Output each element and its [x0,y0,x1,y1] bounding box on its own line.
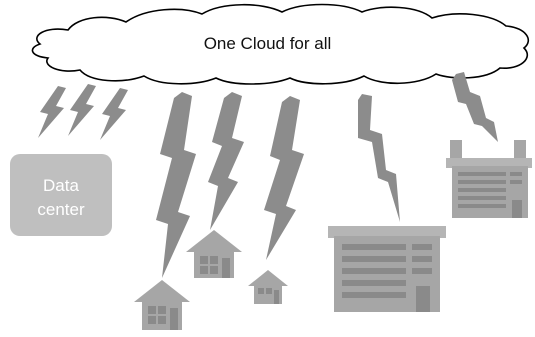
lightning-bolt-icon [358,94,400,222]
factory-building-icon [446,140,532,218]
cloud-shape [32,5,528,85]
lightning-bolt-icon [68,84,96,136]
lightning-bolt-icon [100,88,128,140]
house-icon [248,270,288,304]
lightning-bolt-icon [452,72,498,142]
lightning-bolt-icon [38,86,66,138]
lightning-bolt-icon [264,96,304,260]
house-icon [134,280,190,330]
house-icon [186,230,242,278]
office-building-icon [328,226,446,312]
lightning-bolt-icon [208,92,244,230]
data-center-box [10,154,112,236]
